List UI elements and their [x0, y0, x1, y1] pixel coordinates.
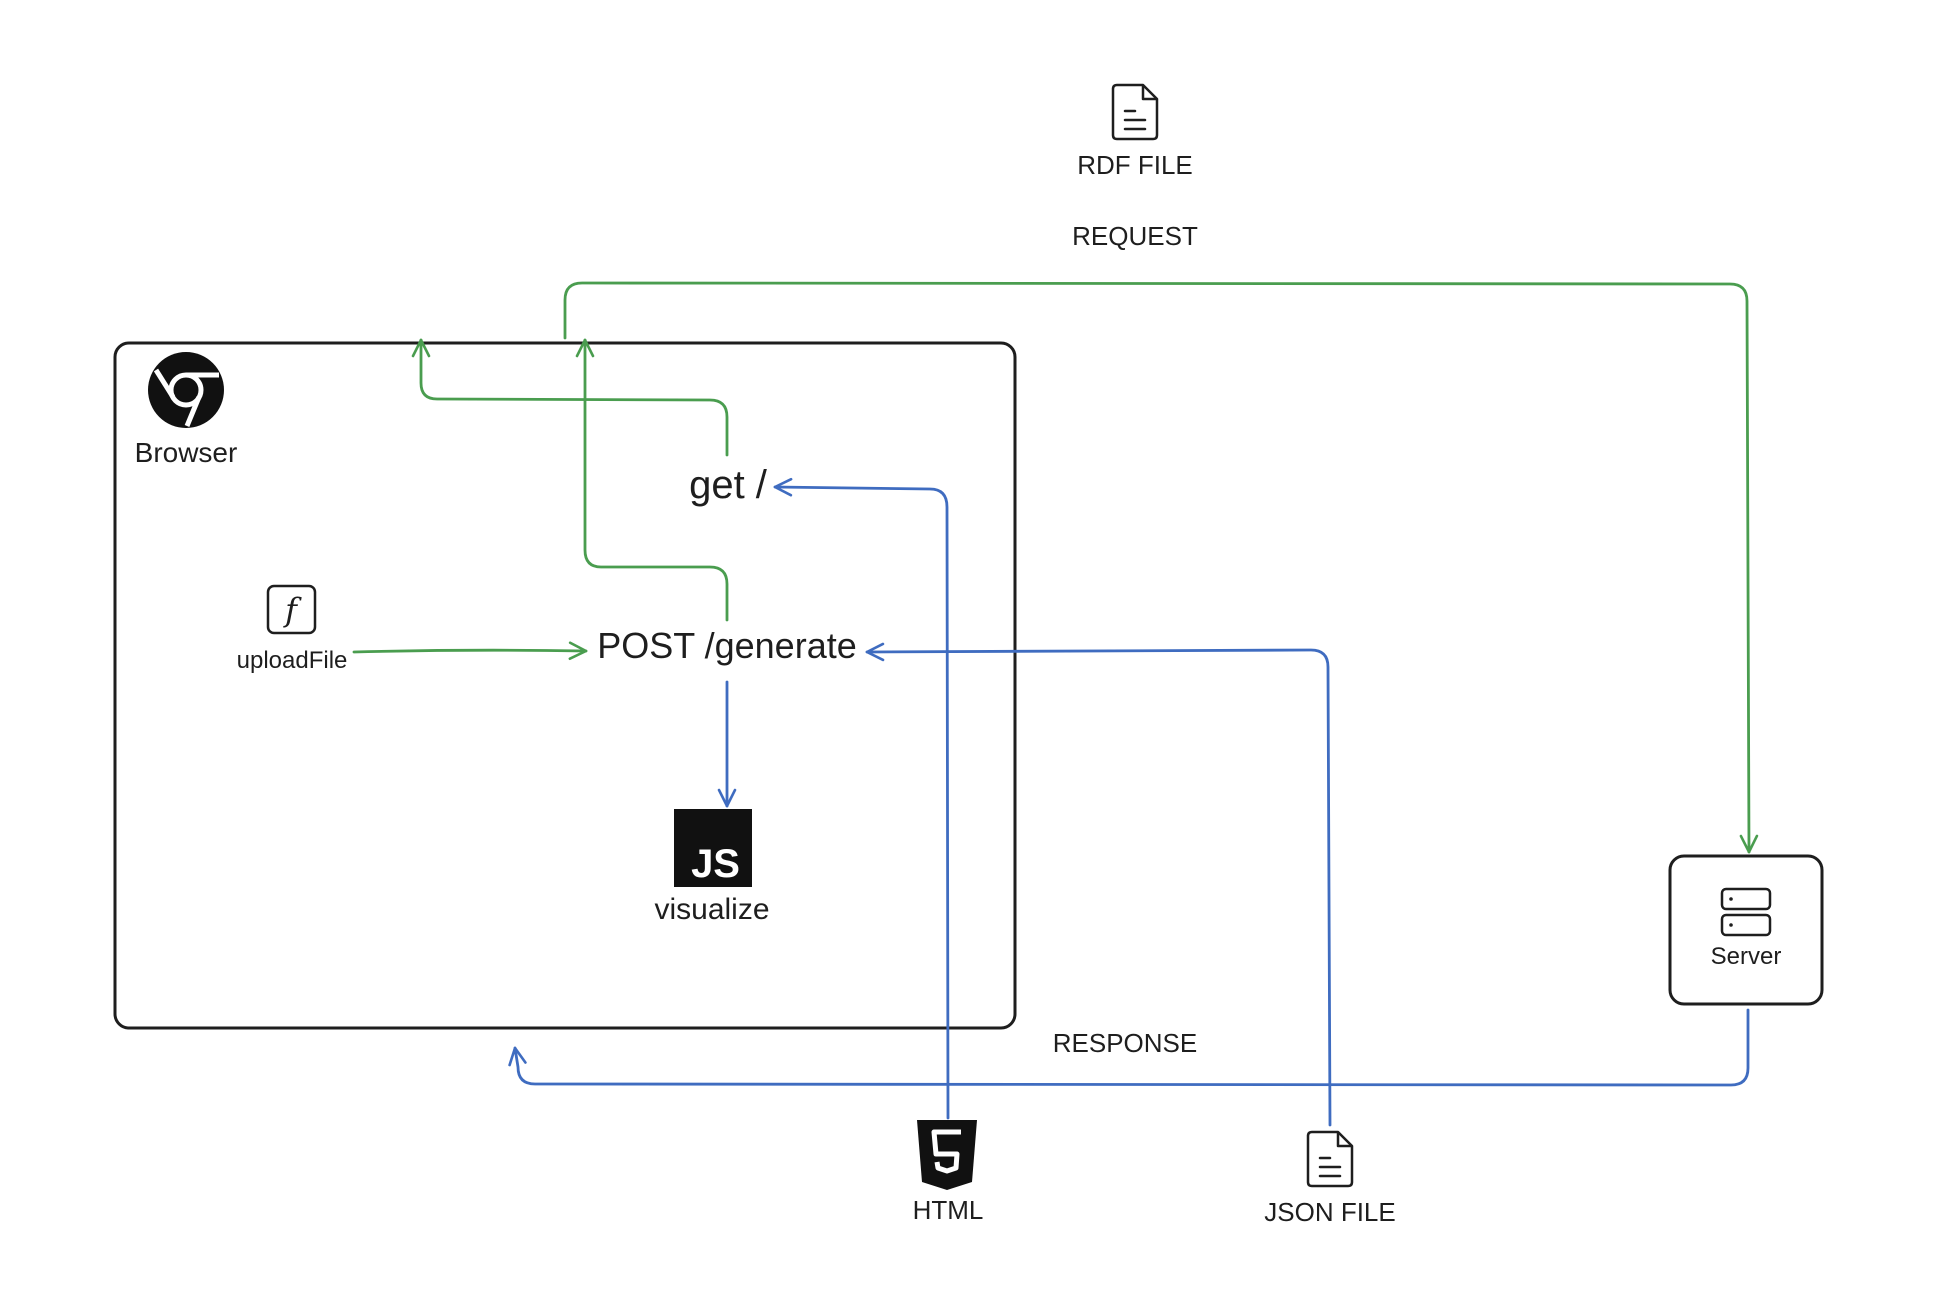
server-icon	[1720, 887, 1772, 937]
document-icon	[1306, 1130, 1354, 1188]
svg-text:f: f	[283, 591, 302, 629]
upload-file-label: uploadFile	[237, 647, 348, 674]
server-box	[1668, 854, 1824, 1006]
get-route-label: get /	[689, 463, 768, 507]
browser-container	[113, 341, 1017, 1030]
arrow-server-response-to-browser	[508, 1008, 1750, 1087]
json-file-label: JSON FILE	[1264, 1197, 1395, 1227]
javascript-icon: JS	[674, 809, 752, 887]
js-badge-text: JS	[691, 842, 740, 886]
server-label: Server	[1711, 943, 1782, 970]
arrow-upload-to-post	[352, 641, 588, 661]
response-label: RESPONSE	[1053, 1028, 1198, 1058]
document-icon	[1111, 83, 1159, 141]
html-label: HTML	[913, 1195, 984, 1225]
arrow-get-to-browser	[411, 338, 729, 457]
function-icon: f	[266, 584, 317, 635]
arrow-request-to-server	[563, 281, 1759, 854]
post-generate-label: POST /generate	[597, 625, 857, 666]
chrome-icon	[148, 352, 224, 428]
browser-label: Browser	[135, 437, 238, 468]
html5-icon	[917, 1120, 977, 1190]
request-label: REQUEST	[1072, 221, 1198, 251]
visualize-label: visualize	[654, 893, 769, 926]
arrow-json-to-post	[865, 642, 1332, 1127]
arrow-html-to-get	[773, 477, 950, 1120]
arrow-post-to-browser	[575, 338, 729, 622]
rdf-file-label: RDF FILE	[1077, 150, 1193, 180]
